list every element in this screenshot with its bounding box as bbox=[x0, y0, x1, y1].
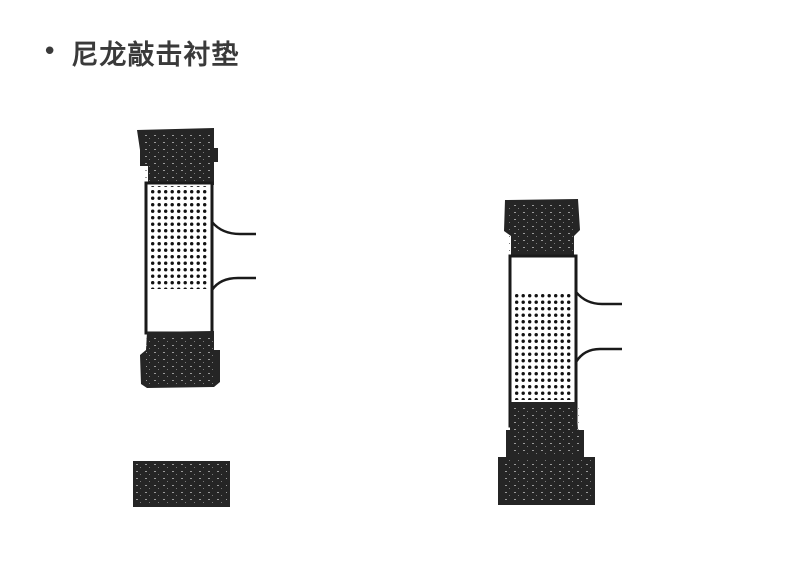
right-lower-sleeve-texture bbox=[510, 406, 580, 454]
left-lead-wire-upper bbox=[211, 221, 256, 236]
left-lead-wire-lower bbox=[210, 276, 256, 291]
left-bottom-cap-texture bbox=[146, 336, 216, 384]
section-heading: • 尼龙敲击衬垫 bbox=[42, 30, 239, 74]
left-top-cap-texture bbox=[142, 132, 212, 182]
right-lead-wire-upper bbox=[575, 291, 622, 306]
bullet-point: • bbox=[42, 37, 58, 67]
left-perforated-area bbox=[150, 186, 208, 289]
page-title: 尼龙敲击衬垫 bbox=[71, 39, 240, 71]
right-perforated-area bbox=[514, 293, 572, 400]
right-base-block-texture bbox=[501, 460, 592, 502]
right-lead-wire-lower bbox=[574, 347, 622, 363]
right-top-cap-texture bbox=[507, 204, 577, 254]
right-pad-assembly bbox=[498, 199, 622, 505]
loose-cap-block bbox=[133, 461, 230, 507]
left-pad-assembly bbox=[137, 128, 256, 388]
